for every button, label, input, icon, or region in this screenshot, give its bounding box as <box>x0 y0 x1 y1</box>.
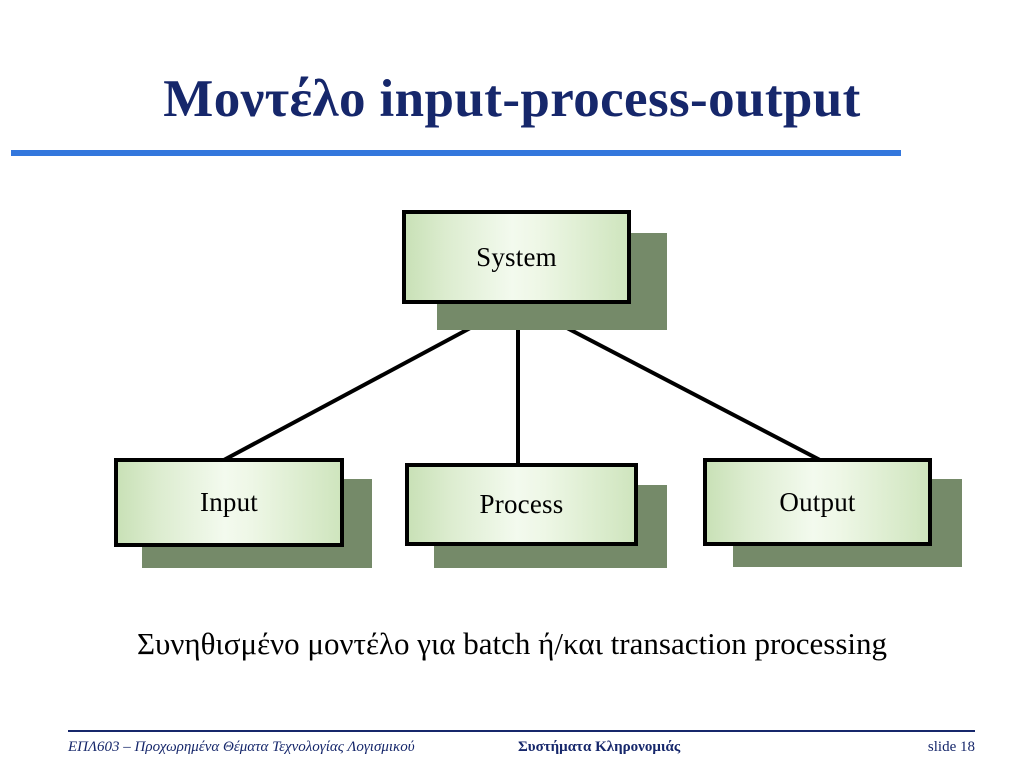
footer-divider <box>68 730 975 732</box>
page-title: Μοντέλο input-process-output <box>163 70 861 128</box>
node-system-label: System <box>476 241 557 272</box>
slide-caption: Συνηθισμένο μοντέλο για batch ή/και tran… <box>136 626 888 661</box>
title-underline-rule <box>11 150 901 156</box>
node-input-label: Input <box>200 487 258 517</box>
footer-course-title: ΕΠΛ603 – Προχωρημένα Θέματα Τεχνολογίας … <box>68 739 415 755</box>
node-input[interactable]: Input <box>114 458 344 547</box>
slide-footer: ΕΠΛ603 – Προχωρημένα Θέματα Τεχνολογίας … <box>68 736 975 762</box>
node-system[interactable]: System <box>402 210 631 304</box>
footer-topic-title: Συστήματα Κληρονομιάς <box>518 739 681 755</box>
node-output[interactable]: Output <box>703 458 932 546</box>
footer-slide-number: slide 18 <box>927 739 975 755</box>
node-output-label: Output <box>779 486 856 517</box>
node-process-label: Process <box>479 489 564 519</box>
node-process[interactable]: Process <box>405 463 638 546</box>
